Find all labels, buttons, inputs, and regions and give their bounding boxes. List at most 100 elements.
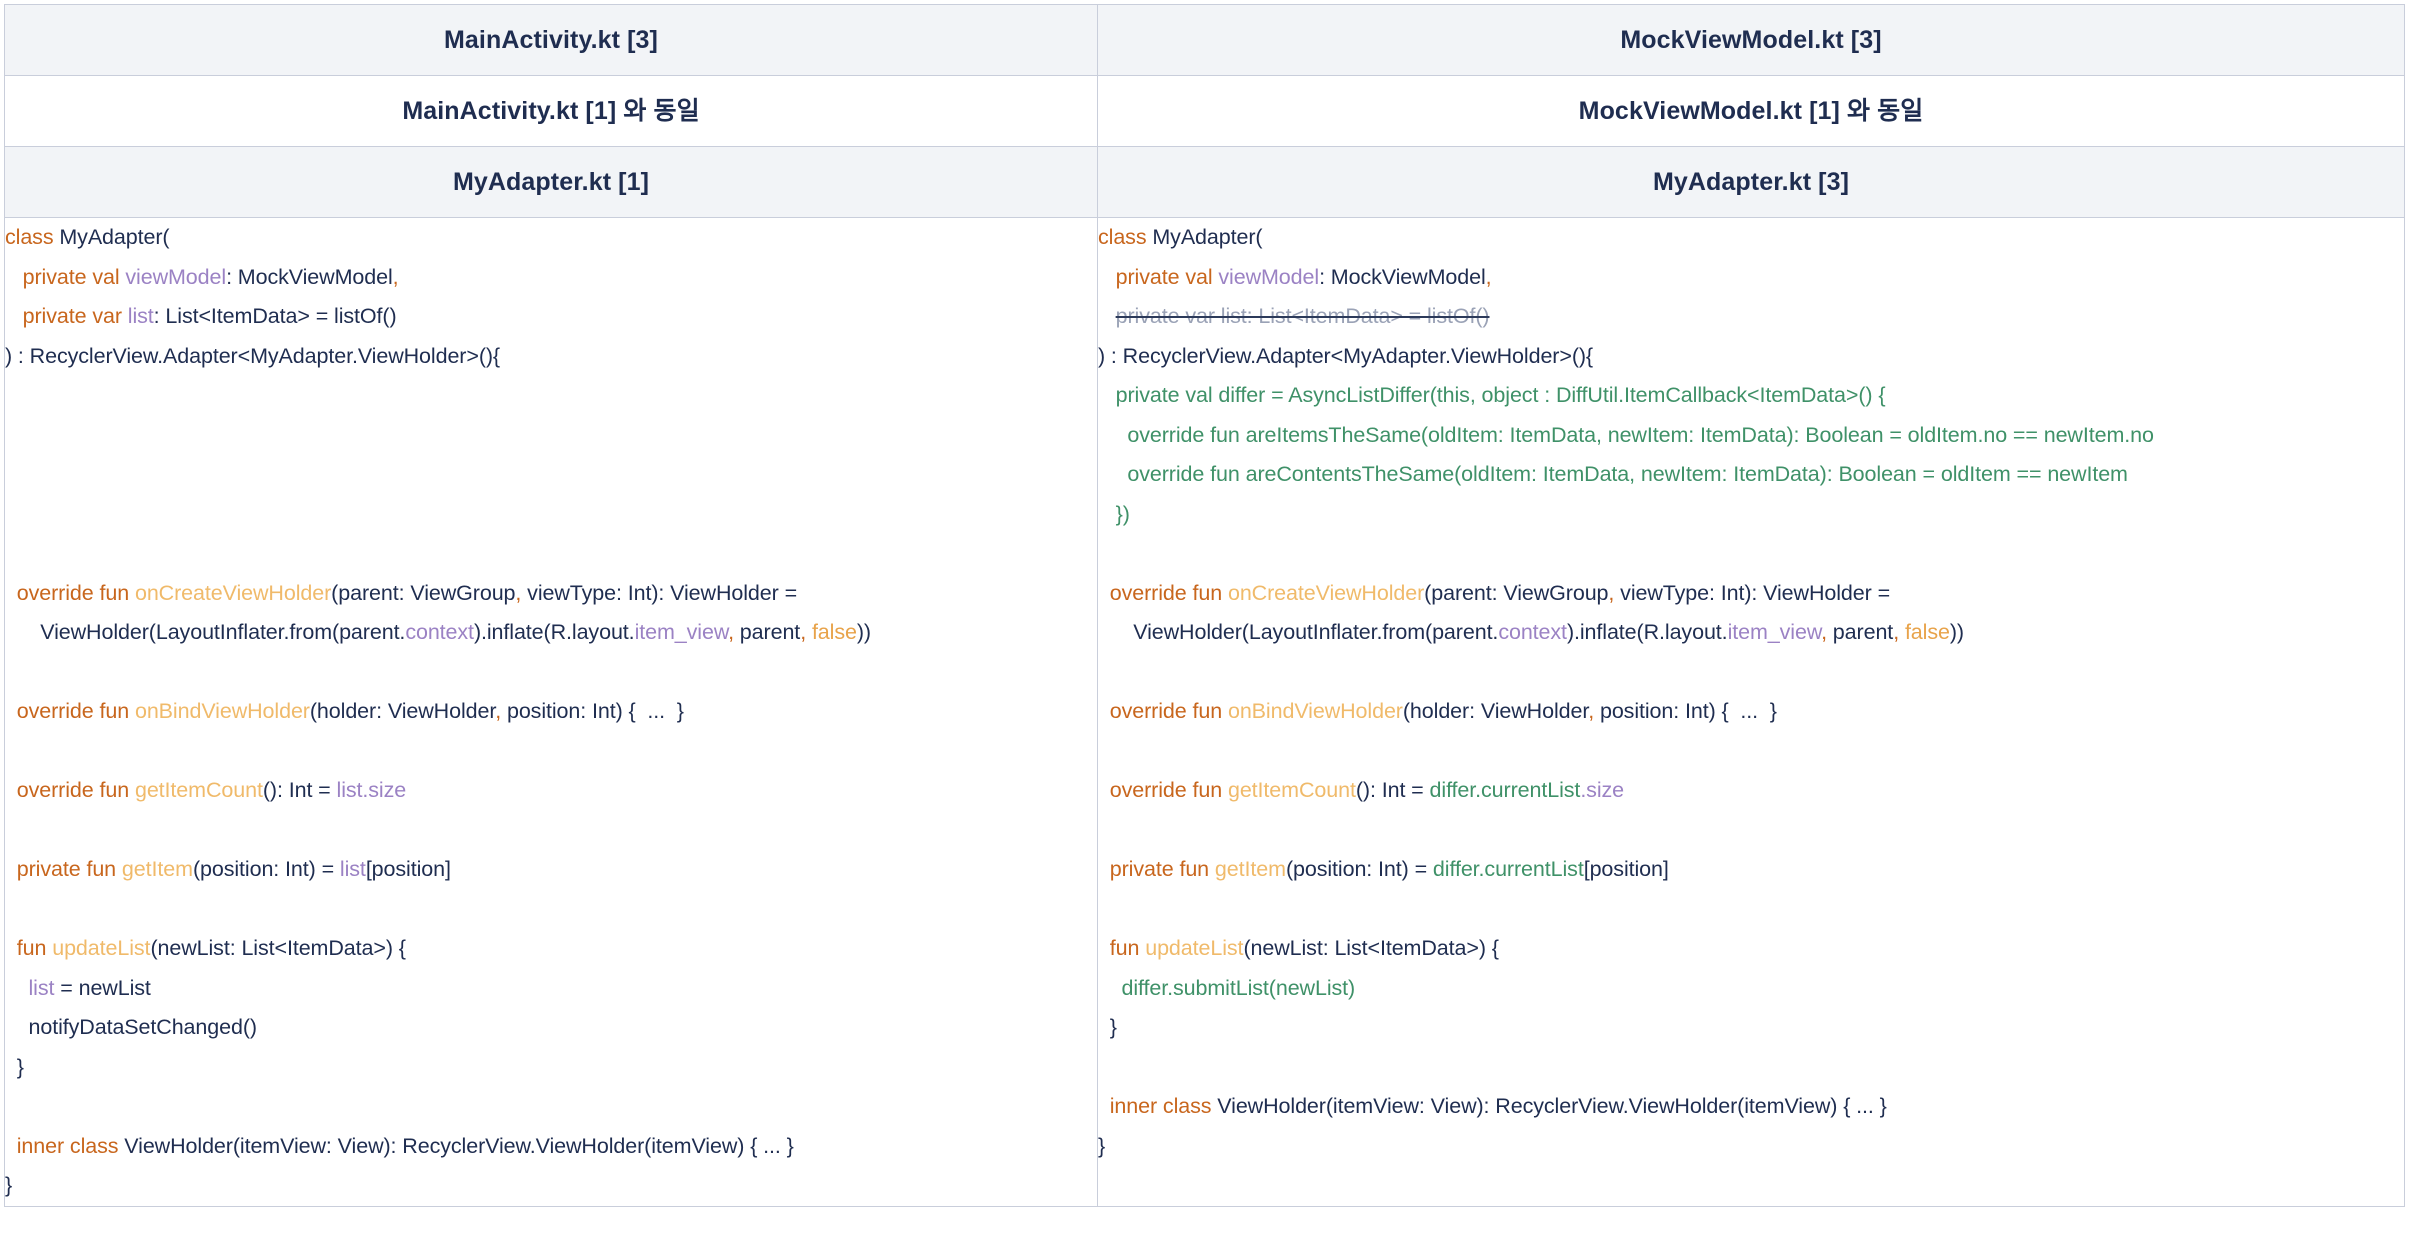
code-token: ) : RecyclerView.Adapter<MyAdapter.ViewH… [5, 343, 501, 368]
code-line [1098, 1048, 2404, 1088]
header-row-3: MyAdapter.kt [1] MyAdapter.kt [3] [4, 146, 2405, 218]
code-token: false [1904, 620, 1950, 644]
code-token: , [1821, 620, 1827, 644]
code-token: } [1098, 1133, 1106, 1158]
code-token: , [1485, 264, 1492, 289]
code-token: private val [1115, 264, 1213, 289]
code-line: private val differ = AsyncListDiffer(thi… [1098, 376, 2404, 416]
code-token: getItem [1214, 857, 1286, 881]
header-cell-mockviewmodel-3: MockViewModel.kt [3] [1097, 4, 2405, 76]
code-token [1098, 265, 1116, 289]
code-token: notifyDataSetChanged() [5, 1015, 257, 1039]
code-line: notifyDataSetChanged() [5, 1008, 1097, 1048]
code-token: context [405, 620, 474, 644]
header-cell-mainactivity-3: MainActivity.kt [3] [4, 4, 1098, 76]
code-token: private fun [16, 857, 117, 881]
code-block-myadapter-v1: class MyAdapter( private val viewModel: … [5, 218, 1097, 1206]
code-line: override fun onBindViewHolder(holder: Vi… [1098, 692, 2404, 732]
code-token: onBindViewHolder [1227, 699, 1403, 723]
code-line: } [1098, 1008, 2404, 1048]
code-token: onBindViewHolder [134, 699, 310, 723]
code-token: fun [1109, 936, 1140, 960]
code-token: getItem [121, 857, 193, 881]
code-token: updateList [1145, 936, 1244, 960]
code-token: viewType: Int): ViewHolder = [521, 580, 798, 605]
code-line: override fun areContentsTheSame(oldItem:… [1098, 455, 2404, 495]
code-token [5, 857, 17, 881]
code-token [5, 304, 23, 328]
code-token [1098, 581, 1110, 605]
header-row-1: MainActivity.kt [3] MockViewModel.kt [3] [4, 4, 2405, 76]
code-token: viewModel [1218, 264, 1320, 289]
code-token: parent [733, 620, 801, 644]
code-token: , [800, 620, 807, 644]
code-token: (): Int = [262, 778, 337, 802]
code-token: differ.currentList [1429, 778, 1581, 802]
code-token: viewModel [125, 264, 227, 289]
code-token: [position] [1583, 857, 1669, 881]
code-token [5, 265, 23, 289]
code-token: , [495, 699, 502, 723]
code-line [1098, 534, 2404, 574]
code-cell-right: class MyAdapter( private val viewModel: … [1097, 217, 2405, 1207]
code-line: private var list: List<ItemData> = listO… [1098, 297, 2404, 337]
code-token [1098, 936, 1110, 960]
code-token: : List<ItemData> = listOf() [153, 304, 397, 328]
code-line: override fun areItemsTheSame(oldItem: It… [1098, 416, 2404, 456]
code-token: ) : RecyclerView.Adapter<MyAdapter.ViewH… [1098, 343, 1594, 368]
code-token: ViewHolder(itemView: View): RecyclerView… [118, 1133, 794, 1158]
header-label: MainActivity.kt [1] 와 동일 [402, 97, 700, 125]
code-token: override fun areContentsTheSame(oldItem:… [1127, 462, 2128, 486]
code-line [5, 455, 1097, 495]
code-token: list.size [336, 778, 407, 802]
code-token: context [1498, 620, 1567, 644]
code-line: ) : RecyclerView.Adapter<MyAdapter.ViewH… [5, 337, 1097, 377]
code-token: MyAdapter( [1146, 225, 1263, 249]
code-token: onCreateViewHolder [1227, 580, 1425, 605]
code-line [5, 376, 1097, 416]
code-token: override fun [1109, 580, 1223, 605]
code-token [1098, 383, 1116, 407]
code-line: list = newList [5, 969, 1097, 1009]
code-line: } [1098, 1127, 2404, 1167]
code-token: override fun [16, 778, 130, 802]
code-token: viewType: Int): ViewHolder = [1614, 580, 1891, 605]
code-token: class [1098, 225, 1147, 249]
code-token: list [127, 304, 154, 328]
code-token: (parent: ViewGroup [331, 580, 516, 605]
code-line: ViewHolder(LayoutInflater.from(parent.co… [5, 613, 1097, 653]
code-token [1098, 304, 1116, 328]
code-line: class MyAdapter( [1098, 218, 2404, 258]
code-row: class MyAdapter( private val viewModel: … [4, 217, 2405, 1207]
code-token [5, 976, 29, 1000]
code-block-myadapter-v3: class MyAdapter( private val viewModel: … [1098, 218, 2404, 1166]
code-token: inner class [1109, 1094, 1212, 1118]
code-token: override fun [16, 699, 130, 723]
code-token: override fun areItemsTheSame(oldItem: It… [1127, 422, 2154, 447]
code-token: override fun [1109, 778, 1223, 802]
code-token: (): Int = [1355, 778, 1430, 802]
header-cell-mainactivity-1-same: MainActivity.kt [1] 와 동일 [4, 75, 1098, 147]
code-token: override fun [1109, 699, 1223, 723]
code-token: private fun [1109, 857, 1210, 881]
header-label: MyAdapter.kt [1] [452, 168, 650, 196]
code-token: , [1608, 580, 1615, 605]
code-token: (newList: List<ItemData>) { [1243, 936, 1499, 960]
code-line: private fun getItem(position: Int) = lis… [5, 850, 1097, 890]
code-token [1098, 778, 1110, 802]
header-label: MyAdapter.kt [3] [1652, 168, 1850, 196]
code-token: onCreateViewHolder [134, 580, 332, 605]
code-token: MyAdapter( [53, 225, 170, 249]
code-line: override fun onCreateViewHolder(parent: … [1098, 574, 2404, 614]
code-token: ).inflate(R.layout. [1566, 620, 1728, 644]
code-token: (parent: ViewGroup [1424, 580, 1609, 605]
code-line [5, 732, 1097, 772]
code-comparison-table: MainActivity.kt [3] MockViewModel.kt [3]… [4, 4, 2405, 1207]
code-line: ) : RecyclerView.Adapter<MyAdapter.ViewH… [1098, 337, 2404, 377]
header-label: MockViewModel.kt [3] [1620, 26, 1882, 54]
code-token: ViewHolder(LayoutInflater.from(parent. [1098, 620, 1499, 644]
code-line: private val viewModel: MockViewModel, [5, 258, 1097, 298]
code-line: override fun getItemCount(): Int = diffe… [1098, 771, 2404, 811]
code-token [1098, 502, 1116, 526]
